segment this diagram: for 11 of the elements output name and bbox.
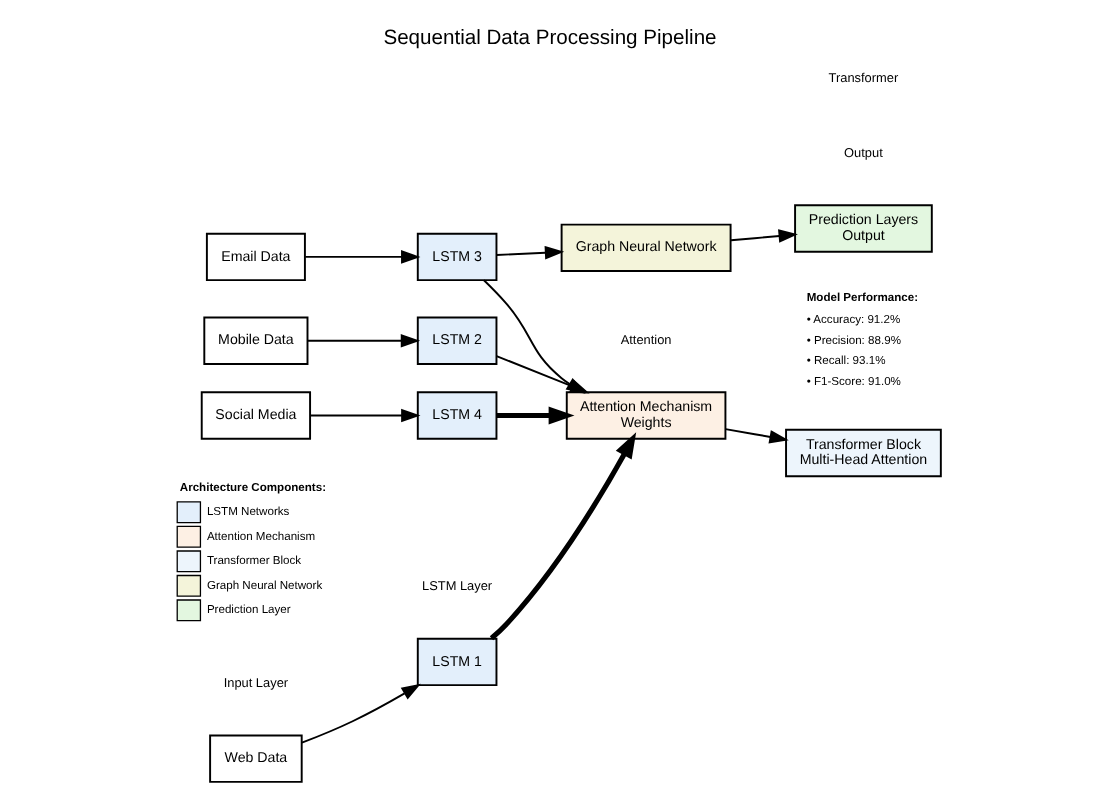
- diagram-title: Sequential Data Processing Pipeline: [382, 27, 716, 50]
- arrow: [494, 245, 564, 260]
- arrow: [305, 333, 420, 348]
- arrow: [300, 683, 420, 744]
- arrow: [303, 250, 420, 264]
- arrow: [723, 428, 788, 444]
- arrow: [729, 229, 797, 243]
- arrow: [488, 432, 636, 641]
- arrow: [482, 279, 585, 394]
- arrow: [495, 406, 574, 425]
- arrow: [308, 408, 420, 423]
